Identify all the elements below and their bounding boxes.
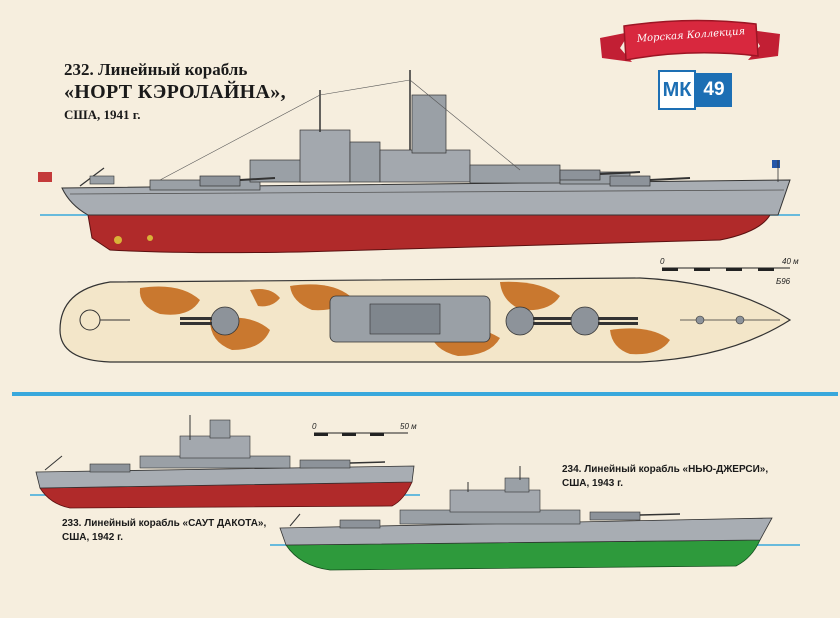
bow-jack-icon bbox=[772, 160, 780, 168]
section-divider bbox=[12, 392, 838, 396]
propeller-icon bbox=[114, 236, 122, 244]
scale-bar-top: 0 40 м Б96 bbox=[660, 257, 799, 286]
ship-232-caption: 232. Линейный корабль «НОРТ КЭРОЛАЙНА», … bbox=[64, 60, 286, 123]
ship-232-side-profile bbox=[38, 70, 800, 254]
ship-234-caption-line2: США, 1943 г. bbox=[562, 478, 624, 489]
ship-232-country-year: США, 1941 г. bbox=[64, 107, 141, 122]
scale-top-mark: Б96 bbox=[776, 277, 791, 286]
ship-233-caption-line1: 233. Линейный корабль «САУТ ДАКОТА», bbox=[62, 518, 267, 529]
scale-top-end: 40 м bbox=[782, 257, 799, 266]
scale-bottom-zero: 0 bbox=[312, 422, 317, 431]
scale-top-zero: 0 bbox=[660, 257, 665, 266]
scale-bar-bottom: 0 50 м bbox=[312, 422, 417, 436]
ship-233-caption: 233. Линейный корабль «САУТ ДАКОТА», США… bbox=[62, 517, 266, 545]
ship-233-caption-line2: США, 1942 г. bbox=[62, 532, 124, 543]
ship-232-deck-plan bbox=[59, 277, 792, 363]
ship-233-side-profile bbox=[30, 415, 420, 509]
ship-234-caption: 234. Линейный корабль «НЬЮ-ДЖЕРСИ», США,… bbox=[562, 463, 768, 491]
logo-mk-badge: МК bbox=[658, 70, 696, 110]
ship-232-name: «НОРТ КЭРОЛАЙНА», bbox=[64, 81, 286, 103]
collection-logo: Морская Коллекция МК 49 bbox=[590, 18, 790, 116]
ship-232-caption-line1: 232. Линейный корабль bbox=[64, 60, 248, 79]
logo-issue-number: 49 bbox=[696, 73, 732, 107]
ship-234-caption-line1: 234. Линейный корабль «НЬЮ-ДЖЕРСИ», bbox=[562, 464, 769, 475]
ribbon-graphic bbox=[600, 19, 780, 62]
ship-234-side-profile bbox=[270, 466, 800, 571]
scale-bottom-end: 50 м bbox=[400, 422, 417, 431]
stern-flag-icon bbox=[38, 172, 52, 182]
